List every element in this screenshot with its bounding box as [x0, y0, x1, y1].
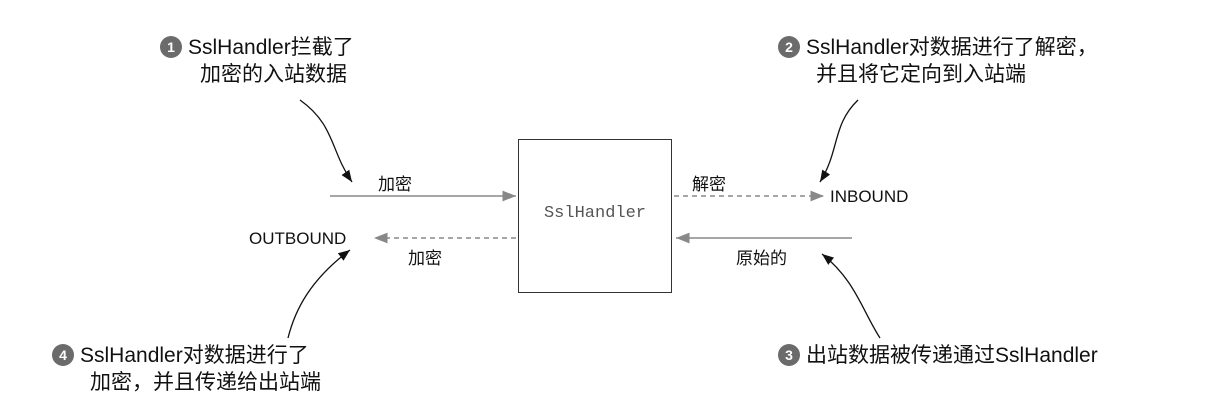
step-1-badge: 1: [160, 36, 182, 58]
callout-2-leader: [819, 99, 859, 183]
callout-2: 2 SslHandler对数据进行了解密， 并且将它定向到入站端: [778, 34, 1098, 88]
callout-2-line2: 并且将它定向到入站端: [816, 63, 1026, 86]
callout-3: 3 出站数据被传递通过SslHandler: [778, 342, 1098, 369]
callout-3-line1: 出站数据被传递通过SslHandler: [806, 344, 1098, 367]
step-3-badge: 3: [778, 344, 800, 366]
decrypted-label: 解密: [692, 175, 726, 194]
inbound-terminal: INBOUND: [830, 187, 909, 206]
callout-4-line2: 加密，并且传递给出站端: [90, 371, 321, 394]
callout-4-line1: SslHandler对数据进行了: [80, 344, 309, 367]
callout-3-leader: [821, 253, 881, 339]
encrypted-inbound-label: 加密: [378, 175, 412, 194]
step-4-badge: 4: [52, 344, 74, 366]
callout-1-line2: 加密的入站数据: [200, 63, 347, 86]
original-label: 原始的: [736, 249, 787, 268]
step-2-badge: 2: [778, 36, 800, 58]
callout-2-line1: SslHandler对数据进行了解密，: [806, 36, 1098, 59]
callout-1: 1 SslHandler拦截了 加密的入站数据: [160, 34, 354, 88]
ssl-handler-label: SslHandler: [543, 204, 647, 223]
callout-4-leader: [287, 249, 351, 339]
outbound-terminal: OUTBOUND: [249, 229, 347, 248]
callout-4: 4 SslHandler对数据进行了 加密，并且传递给出站端: [52, 342, 321, 396]
ssl-handler-box: SslHandler: [518, 139, 672, 293]
callout-1-line1: SslHandler拦截了: [188, 36, 354, 59]
encrypted-outbound-label: 加密: [408, 249, 442, 268]
callout-1-leader: [299, 99, 353, 183]
